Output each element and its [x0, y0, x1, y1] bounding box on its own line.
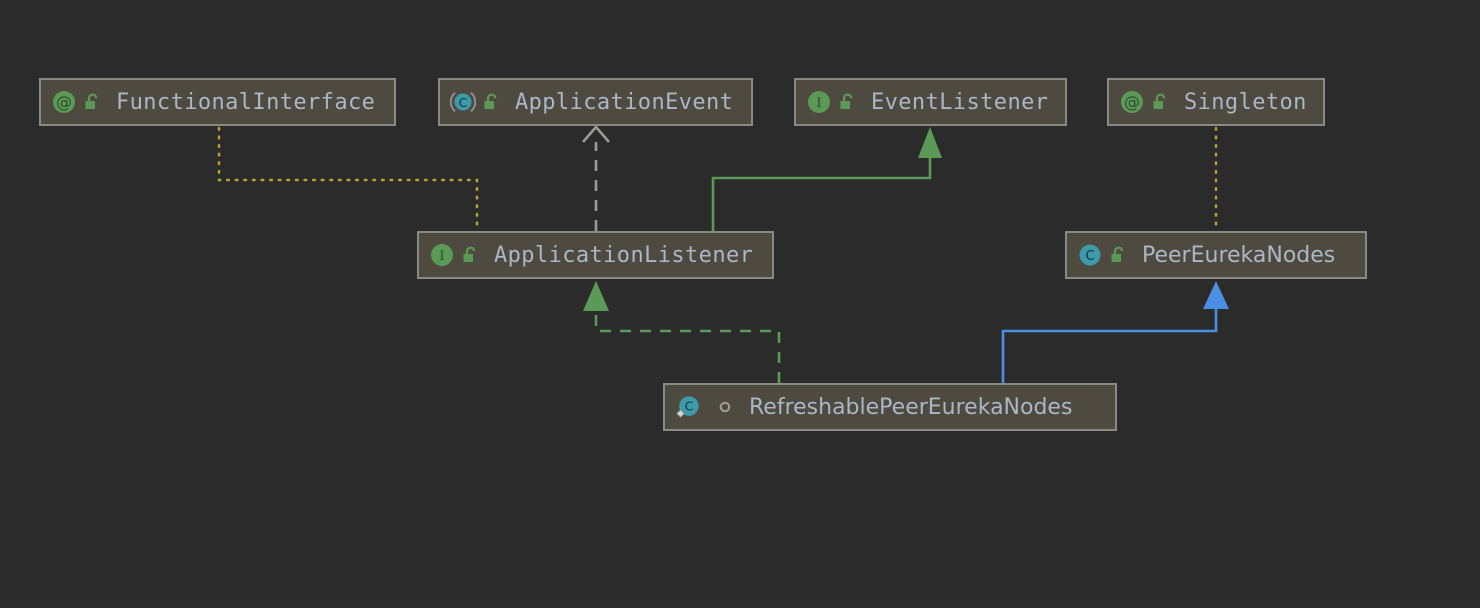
- annotation-at-icon: @: [51, 89, 77, 115]
- annotation-at-icon: @: [1119, 89, 1145, 115]
- node-label: FunctionalInterface: [116, 89, 376, 115]
- node-application-listener[interactable]: I ApplicationListener: [417, 231, 774, 279]
- node-icons: C: [450, 89, 501, 115]
- interface-i-icon: I: [806, 89, 832, 115]
- abstract-class-c-icon: C: [450, 89, 476, 115]
- svg-text:C: C: [459, 96, 467, 110]
- node-application-event[interactable]: C ApplicationEvent: [438, 78, 753, 126]
- unlocked-lock-icon: [1108, 244, 1128, 266]
- unlocked-lock-icon: [82, 91, 102, 113]
- unlocked-lock-icon: [460, 244, 480, 266]
- svg-text:I: I: [816, 96, 821, 111]
- node-icons: C: [1077, 242, 1128, 268]
- svg-text:I: I: [439, 249, 444, 264]
- node-icons: @: [1119, 89, 1170, 115]
- bean-class-c-icon: C: [675, 394, 701, 420]
- edge-application-listener-to-event-listener[interactable]: [711, 127, 942, 231]
- node-singleton[interactable]: @ Singleton: [1107, 78, 1325, 126]
- unlocked-lock-icon: [481, 91, 501, 113]
- svg-text:C: C: [685, 400, 693, 414]
- node-label: EventListener: [871, 89, 1049, 115]
- node-refreshable-peer-eureka-nodes[interactable]: C RefreshablePeerEurekaNodes: [663, 383, 1117, 431]
- node-event-listener[interactable]: I EventListener: [794, 78, 1067, 126]
- node-peer-eureka-nodes[interactable]: C PeerEurekaNodes: [1065, 231, 1367, 279]
- unlocked-lock-icon: [837, 91, 857, 113]
- svg-text:@: @: [56, 93, 72, 112]
- package-private-circle-icon: [715, 396, 735, 418]
- node-icons: @: [51, 89, 102, 115]
- class-c-icon: C: [1077, 242, 1103, 268]
- node-icons: I: [429, 242, 480, 268]
- node-label: ApplicationListener: [494, 242, 754, 268]
- node-icons: C: [675, 394, 735, 420]
- edge-application-listener-to-application-event[interactable]: [582, 125, 610, 231]
- node-label: PeerEurekaNodes: [1142, 242, 1336, 268]
- svg-text:C: C: [1085, 249, 1094, 264]
- node-label: ApplicationEvent: [515, 89, 734, 115]
- edge-refreshable-to-application-listener[interactable]: [583, 281, 781, 383]
- edge-application-listener-to-functional-interface[interactable]: [217, 126, 479, 233]
- edge-refreshable-to-peer-eureka-nodes[interactable]: [1001, 281, 1229, 383]
- interface-i-icon: I: [429, 242, 455, 268]
- unlocked-lock-icon: [1150, 91, 1170, 113]
- svg-text:@: @: [1124, 93, 1140, 112]
- node-label: Singleton: [1184, 89, 1307, 115]
- node-icons: I: [806, 89, 857, 115]
- node-functional-interface[interactable]: @ FunctionalInterface: [39, 78, 396, 126]
- node-label: RefreshablePeerEurekaNodes: [749, 394, 1073, 420]
